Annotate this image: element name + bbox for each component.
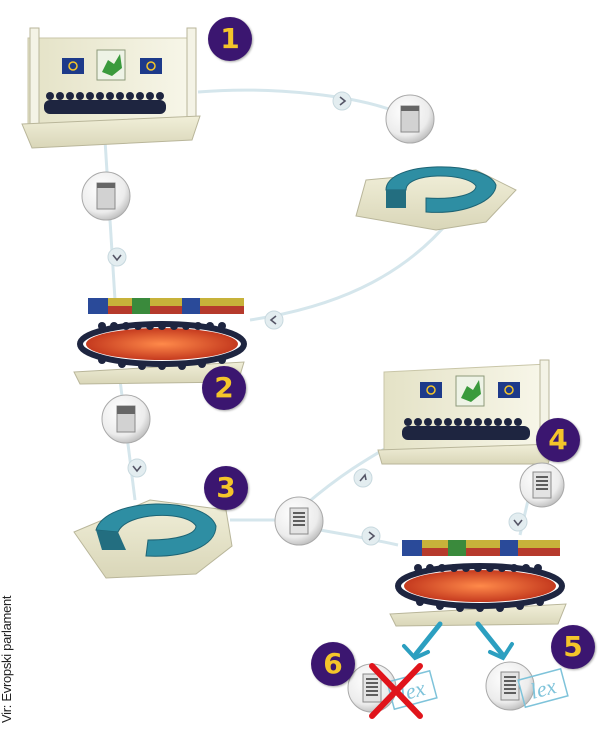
connector-paths xyxy=(103,88,537,547)
commission-chamber-4 xyxy=(377,359,555,465)
rejection-cross-icon xyxy=(369,663,423,719)
outcome-arrows xyxy=(402,621,514,661)
rejected-act: lex xyxy=(347,663,438,719)
connector-council-to-2 xyxy=(249,219,452,322)
connector-1-to-council xyxy=(197,88,405,117)
chevron-icon xyxy=(508,512,528,532)
step-badge-5: 5 xyxy=(551,625,595,669)
eu-flag-icon xyxy=(498,382,520,398)
direction-markers xyxy=(107,91,528,546)
document-icon xyxy=(519,462,565,508)
connector-doc-to-final xyxy=(319,528,399,547)
source-credit: Vir: Evropski parlament xyxy=(0,595,14,723)
chevron-icon xyxy=(127,458,147,478)
chevron-icon xyxy=(332,91,352,111)
chevron-icon xyxy=(107,247,127,267)
document-icon xyxy=(81,171,131,221)
chevron-icon xyxy=(353,468,373,488)
step-badge-6: 6 xyxy=(311,642,355,686)
step-badge-2: 2 xyxy=(202,366,246,410)
commission-chamber-1 xyxy=(21,27,201,149)
step-badge-4: 4 xyxy=(536,418,580,462)
adopted-act: lex xyxy=(485,661,569,711)
parliament-chamber-2 xyxy=(73,298,247,385)
council-chamber-3 xyxy=(73,499,233,579)
chevron-icon xyxy=(264,310,284,330)
eu-flag-icon xyxy=(62,58,84,74)
document-icon xyxy=(485,661,535,711)
chevron-icon xyxy=(361,526,381,546)
document-icons xyxy=(81,94,565,546)
council-chamber xyxy=(355,166,517,231)
eu-flag-icon xyxy=(140,58,162,74)
parliament-chamber-final xyxy=(389,540,567,627)
document-icon xyxy=(385,94,435,144)
step-badge-3: 3 xyxy=(204,466,248,510)
arrow-down-left-icon xyxy=(413,621,443,657)
eu-flag-icon xyxy=(420,382,442,398)
arrow-down-right-icon xyxy=(475,621,505,657)
document-icon xyxy=(274,496,324,546)
document-icon xyxy=(101,394,151,444)
step-badge-1: 1 xyxy=(208,17,252,61)
